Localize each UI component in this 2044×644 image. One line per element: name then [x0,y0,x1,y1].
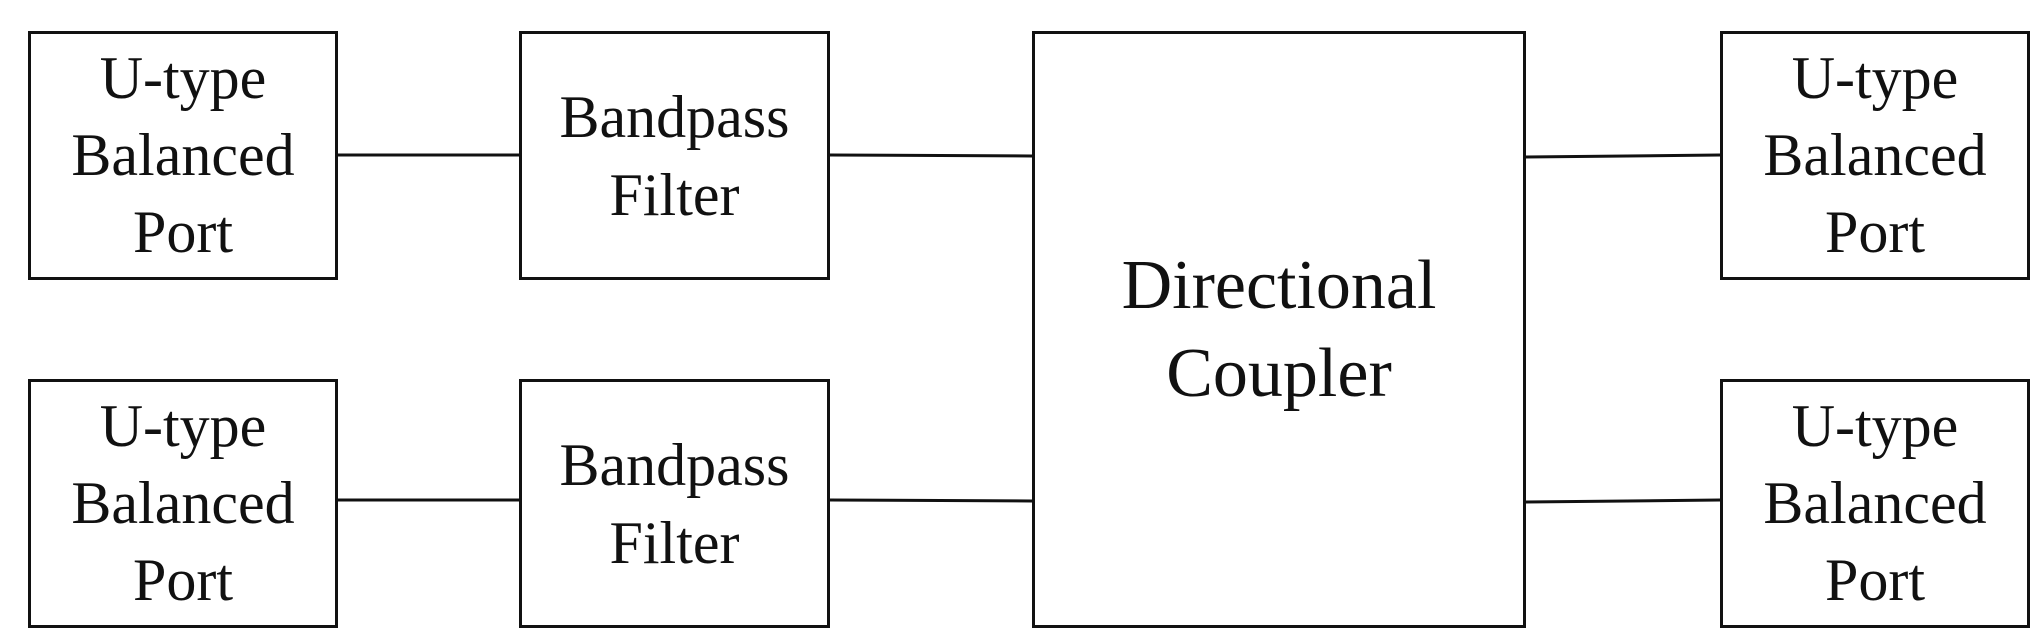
label-line: Balanced [1763,122,1987,188]
label-line: Port [132,199,234,265]
label-line: Port [1824,199,1926,265]
balanced-port-top-left: U-type Balanced Port [28,31,338,280]
block-label: Directional Coupler [1122,242,1437,418]
label-line: Port [132,547,234,613]
label-line: U-type [99,393,267,459]
label-line: Filter [609,509,740,576]
bandpass-filter-bottom: Bandpass Filter [519,379,830,628]
label-line: Bandpass [559,83,790,150]
balanced-port-bottom-right: U-type Balanced Port [1720,379,2030,628]
wire-filter-bottom-to-coupler [829,498,1033,503]
label-line: Directional [1121,246,1437,324]
label-line: U-type [1791,393,1959,459]
bandpass-filter-top: Bandpass Filter [519,31,830,280]
wire-filter-top-to-coupler [829,153,1033,158]
block-label: U-type Balanced Port [1763,40,1986,271]
label-line: Balanced [1763,470,1987,536]
label-line: Filter [609,161,740,228]
label-line: Balanced [71,122,295,188]
label-line: Port [1824,547,1926,613]
block-label: U-type Balanced Port [71,388,294,619]
block-label: Bandpass Filter [560,426,790,582]
label-line: Coupler [1166,334,1392,412]
label-line: Bandpass [559,431,790,498]
label-line: U-type [1791,45,1959,111]
block-label: U-type Balanced Port [71,40,294,271]
balanced-port-bottom-left: U-type Balanced Port [28,379,338,628]
directional-coupler: Directional Coupler [1032,31,1526,628]
wire-coupler-to-port-br [1525,498,1721,504]
block-label: U-type Balanced Port [1763,388,1986,619]
label-line: Balanced [71,470,295,536]
wire-coupler-to-port-tr [1525,153,1721,159]
block-label: Bandpass Filter [560,78,790,234]
balanced-port-top-right: U-type Balanced Port [1720,31,2030,280]
label-line: U-type [99,45,267,111]
